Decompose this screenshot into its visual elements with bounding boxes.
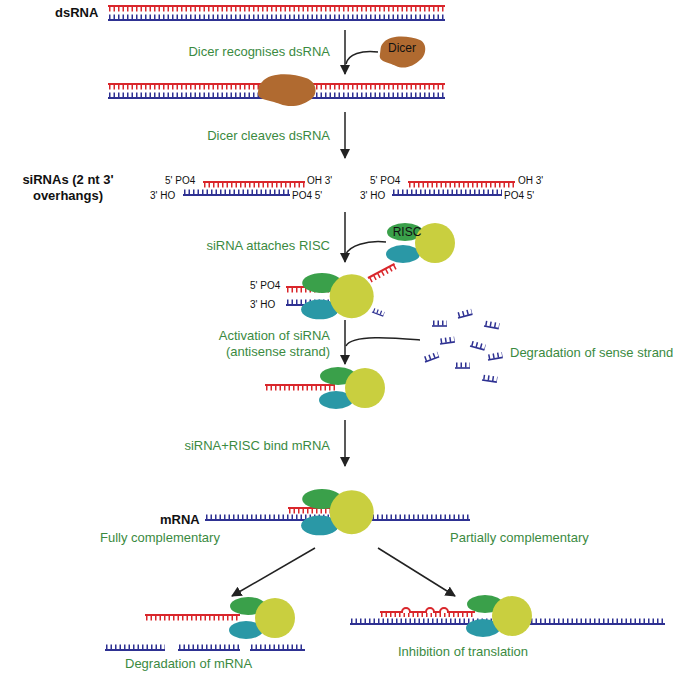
step-label: Dicer recognises dsRNA (130, 44, 330, 60)
branch-label: Partially complementary (450, 530, 589, 546)
end-label: PO4 5' (292, 190, 322, 202)
molecule-label: mRNA (160, 512, 200, 528)
step-label: Activation of siRNA (antisense strand) (195, 328, 330, 359)
end-label: 3' HO (360, 190, 385, 202)
dsrna-duplex (108, 6, 445, 20)
end-label: PO4 5' (504, 190, 534, 202)
risc-complex: RISC (385, 220, 457, 266)
outcome-label: Inhibition of translation (398, 644, 528, 660)
activated-risc (265, 367, 385, 409)
end-label: 3' HO (150, 190, 175, 202)
end-label: 5' PO4 (370, 175, 400, 187)
branch-label: Fully complementary (100, 530, 220, 546)
end-label: 3' HO (250, 299, 275, 311)
molecule-label: dsRNA (55, 5, 98, 21)
node-label: RISC (385, 225, 429, 239)
outcome-label: Degradation of mRNA (125, 656, 252, 672)
dicer-enzyme: Dicer (376, 34, 428, 72)
end-label: 5' PO4 (165, 175, 195, 187)
step-label: siRNA+RISC bind mRNA (130, 438, 330, 454)
end-label: 5' PO4 (250, 280, 280, 292)
end-label: OH 3' (518, 175, 543, 187)
step-arrows (232, 30, 455, 596)
node-label: Dicer (376, 41, 428, 55)
end-label: OH 3' (307, 175, 332, 187)
dsrna-with-dicer (108, 74, 445, 106)
molecule-label: siRNAs (2 nt 3' overhangs) (0, 172, 136, 203)
sirna-risc-complex (286, 264, 396, 319)
degraded-sense-fragments (424, 311, 503, 382)
mrna-bound-complex (205, 489, 470, 535)
sirna-duplexes (183, 182, 515, 195)
step-label: siRNA attaches RISC (130, 238, 330, 254)
translation-inhibition (350, 595, 665, 637)
step-label: Degradation of sense strand (510, 345, 673, 361)
mrna-degradation (105, 597, 305, 650)
step-label: Dicer cleaves dsRNA (130, 128, 330, 144)
